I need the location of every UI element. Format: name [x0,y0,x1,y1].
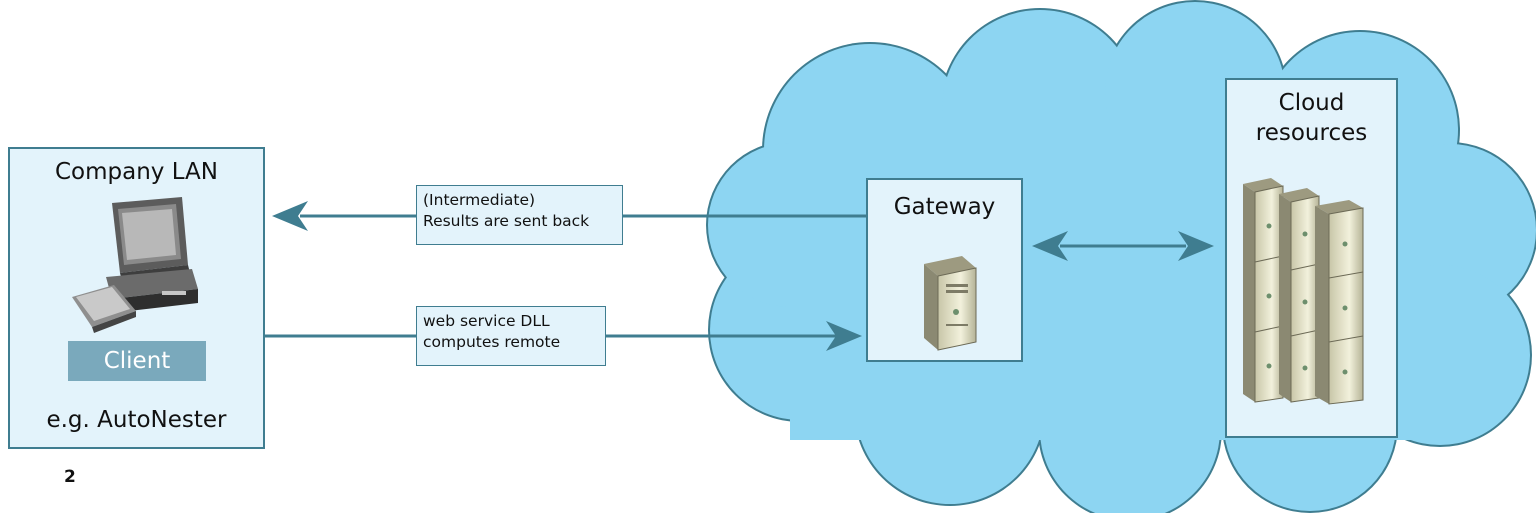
example-app-label: e.g. AutoNester [46,407,227,433]
company-lan-box: Company LAN Client e.g. AutoNester [8,147,265,449]
client-label: Client [68,341,206,381]
cloud-resources-title: Cloud resources [1255,90,1368,146]
gateway-title: Gateway [893,194,996,220]
desktop-computer-icon [72,197,198,333]
cloud-shape [706,0,1536,513]
page-number: 2 [64,467,76,487]
company-lan-title: Company LAN [54,159,218,185]
gateway-box: Gateway [866,178,1023,362]
request-note: web service DLL computes remote [416,306,606,366]
gateway-cloud-arrow [1032,231,1214,261]
results-note: (Intermediate) Results are sent back [416,185,623,245]
server-rack-icon [1243,178,1364,405]
cloud-resources-box: Cloud resources [1225,78,1398,438]
server-icon [924,256,977,351]
